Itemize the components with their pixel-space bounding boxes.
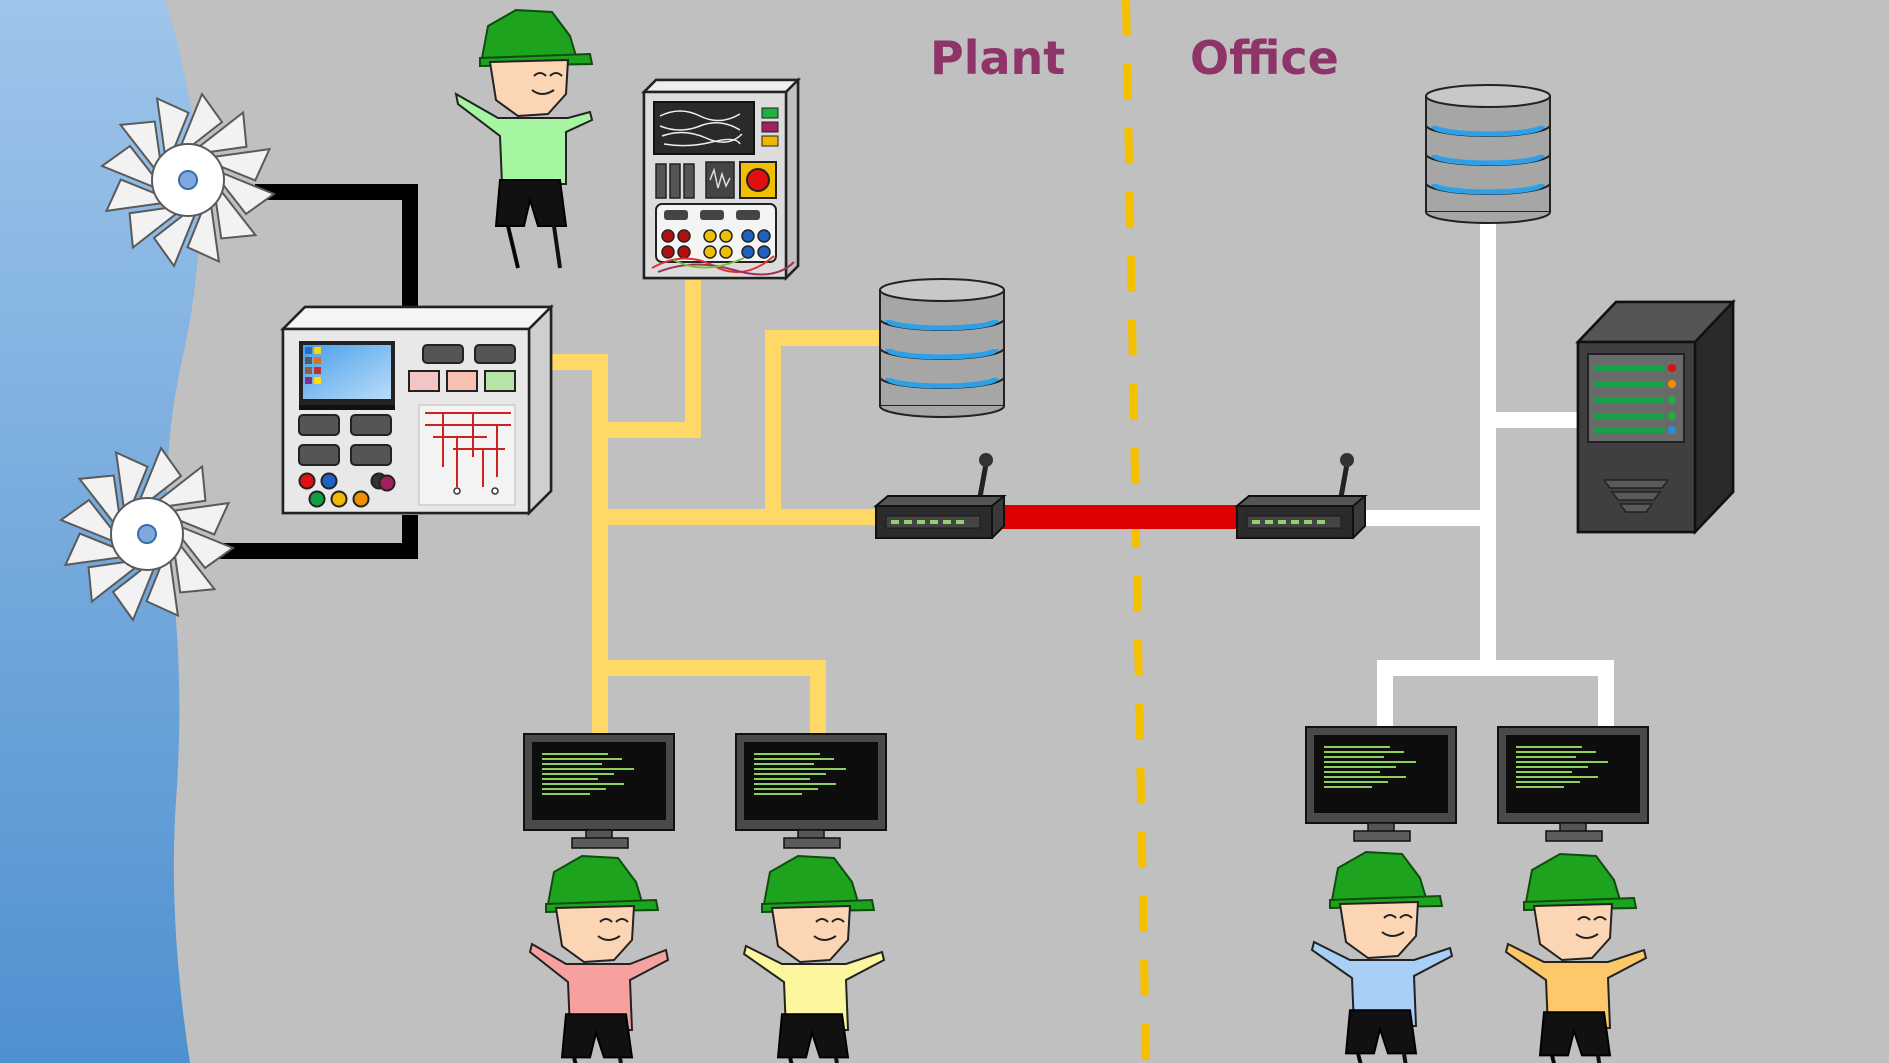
- monitor-icon: [1305, 726, 1457, 842]
- office-network-cables: [1352, 210, 1614, 740]
- monitor-icon: [523, 733, 675, 849]
- power-cables: [215, 184, 418, 559]
- worker-icon: [1504, 853, 1648, 1063]
- worker-icon: [742, 855, 886, 1063]
- plant-zone-label: Plant: [930, 31, 1065, 85]
- plc-rack-icon: [640, 76, 802, 282]
- monitor-icon: [735, 733, 887, 849]
- plant-network-cables: [552, 280, 884, 740]
- plant-office-divider: [1122, 0, 1150, 1063]
- worker-icon: [454, 9, 594, 270]
- worker-icon: [528, 855, 670, 1063]
- worker-icon: [1310, 851, 1454, 1063]
- control-panel-icon: [279, 303, 555, 517]
- monitor-icon: [1497, 726, 1649, 842]
- server-tower-icon: [1575, 298, 1736, 536]
- office-zone-label: Office: [1190, 31, 1339, 85]
- database-icon: [1426, 85, 1550, 223]
- database-icon: [880, 279, 1004, 417]
